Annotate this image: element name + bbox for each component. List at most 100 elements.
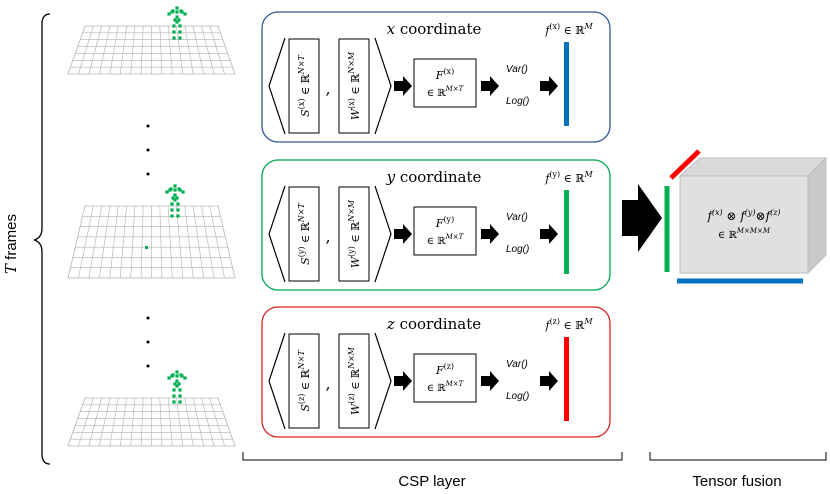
skeleton-joint: [172, 394, 176, 398]
skeleton-joint: [178, 24, 182, 28]
skeleton-joint: [175, 10, 179, 14]
skeleton-figure: [165, 184, 185, 218]
comma: ,: [325, 374, 330, 393]
arrow-to-feature-vector: [540, 224, 558, 244]
projection-matrix: W(y) ∈ ℝN×M: [338, 186, 370, 282]
skeleton-joint: [173, 193, 177, 197]
fusion-edge-top: [669, 149, 701, 180]
skeleton-joint: [175, 370, 179, 374]
tensor-cube: [678, 156, 828, 275]
skeleton-joint: [178, 394, 182, 398]
skeleton-joint: [179, 9, 183, 13]
arrow-to-feature-matrix: [394, 371, 412, 391]
skeleton-joint: [170, 202, 174, 206]
skeleton-frame-2: [67, 184, 236, 279]
skeleton-joint: [175, 6, 179, 10]
spatial-filter-matrix: S(x) ∈ ℝN×T: [288, 38, 320, 134]
skeleton-frame-3: [67, 370, 236, 447]
svg-text:∈ ℝM×T: ∈ ℝM×T: [427, 85, 465, 99]
svg-text:F(y): F(y): [435, 215, 454, 230]
skeleton-joint: [172, 388, 176, 392]
feature-label: f(z) ∈ ℝM: [544, 317, 593, 332]
skeleton-frame-1: [67, 6, 236, 75]
stream-title: y coordinate: [386, 168, 482, 186]
frames-label: T frames: [2, 214, 20, 274]
skeleton-joint: [170, 208, 174, 212]
spatial-filter-matrix: S(z) ∈ ℝN×T: [288, 333, 320, 429]
skeleton-joint: [177, 382, 181, 386]
projection-matrix: W(z) ∈ ℝN×M: [338, 333, 370, 429]
svg-text:W(x) ∈ ℝN×M: W(x) ∈ ℝN×M: [347, 51, 362, 120]
op-var: Var(): [506, 64, 528, 75]
skeleton-joint: [181, 190, 185, 194]
tensor-fusion-label: Tensor fusion: [692, 473, 781, 490]
skeleton-joint: [167, 376, 171, 380]
skeleton-joint: [172, 36, 176, 40]
skeleton-joint: [173, 188, 177, 192]
arrow-to-ops: [481, 371, 499, 391]
skeleton-joint: [165, 190, 169, 194]
feature-label: f(y) ∈ ℝM: [544, 170, 593, 185]
op-log: Log(): [506, 96, 529, 107]
skeleton-joint: [173, 382, 177, 386]
arrow-to-feature-vector: [540, 76, 558, 96]
op-var: Var(): [506, 359, 528, 370]
angle-bracket-right: [374, 185, 392, 283]
csp-bracket: [242, 452, 623, 461]
comma: ,: [325, 227, 330, 246]
stream-title: z coordinate: [386, 315, 481, 333]
angle-bracket-left: [268, 37, 286, 135]
skeleton-joint: [183, 376, 187, 380]
skeleton-joint: [178, 400, 182, 404]
csp-stream-z: z coordinate f(z) ∈ ℝM S(z) ∈ ℝN×T W(z) ∈ ℝ…: [261, 306, 611, 438]
projection-matrix: W(x) ∈ ℝN×M: [338, 38, 370, 134]
skeleton-joint: [175, 20, 179, 24]
fusion-arrow: [622, 184, 662, 252]
angle-bracket-right: [374, 37, 392, 135]
skeleton-joint: [176, 208, 180, 212]
skeleton-joint: [175, 379, 179, 383]
feature-matrix-box: F(z)∈ ℝM×T: [413, 353, 477, 403]
skeleton-joint: [178, 388, 182, 392]
skeleton-joint: [175, 196, 179, 200]
svg-text:F(z): F(z): [435, 362, 454, 377]
angle-bracket-left: [268, 185, 286, 283]
op-log: Log(): [506, 244, 529, 255]
skeleton-joint: [172, 400, 176, 404]
stream-title: x coordinate: [387, 20, 482, 38]
feature-label: f(x) ∈ ℝM: [544, 22, 593, 37]
op-log: Log(): [506, 391, 529, 402]
skeleton-joint: [167, 12, 171, 16]
svg-text:F(x): F(x): [435, 67, 454, 82]
skeleton-joint: [176, 214, 180, 218]
skeleton-joint: [177, 187, 181, 191]
skeleton-joint: [177, 18, 181, 22]
feature-vector-bar: [564, 42, 569, 126]
skeleton-joint: [175, 374, 179, 378]
fusion-formula-domain: ∈ ℝM×M×M: [718, 227, 771, 241]
svg-text:S(y) ∈ ℝN×T: S(y) ∈ ℝN×T: [297, 203, 312, 265]
skeleton-joint: [175, 384, 179, 388]
comma: ,: [325, 79, 330, 98]
csp-stream-x: x coordinate f(x) ∈ ℝM S(x) ∈ ℝN×T W(x) ∈ ℝ…: [261, 11, 611, 143]
skeleton-joint: [171, 9, 175, 13]
svg-text:S(z) ∈ ℝN×T: S(z) ∈ ℝN×T: [297, 350, 312, 412]
svg-text:W(y) ∈ ℝN×M: W(y) ∈ ℝN×M: [347, 199, 362, 268]
skeleton-joint: [173, 18, 177, 22]
svg-text:W(z) ∈ ℝN×M: W(z) ∈ ℝN×M: [347, 346, 362, 415]
feature-vector-bar: [564, 337, 569, 421]
svg-text:∈ ℝM×T: ∈ ℝM×T: [427, 233, 465, 247]
arrow-to-ops: [481, 224, 499, 244]
skeleton-joint: [172, 24, 176, 28]
csp-stream-y: y coordinate f(y) ∈ ℝM S(y) ∈ ℝN×T W(y) ∈ ℝ…: [261, 159, 611, 291]
angle-bracket-left: [268, 332, 286, 430]
skeleton-joint: [172, 30, 176, 34]
arrow-to-feature-matrix: [394, 76, 412, 96]
svg-text:S(x) ∈ ℝN×T: S(x) ∈ ℝN×T: [297, 55, 312, 117]
spatial-filter-matrix: S(y) ∈ ℝN×T: [288, 186, 320, 282]
skeleton-joint: [179, 373, 183, 377]
arrow-to-feature-matrix: [394, 224, 412, 244]
csp-layer-label: CSP layer: [398, 473, 465, 490]
skeleton-joint: [171, 196, 175, 200]
fusion-formula: f(x) ⊗ f(y)⊗f(z): [706, 208, 780, 223]
